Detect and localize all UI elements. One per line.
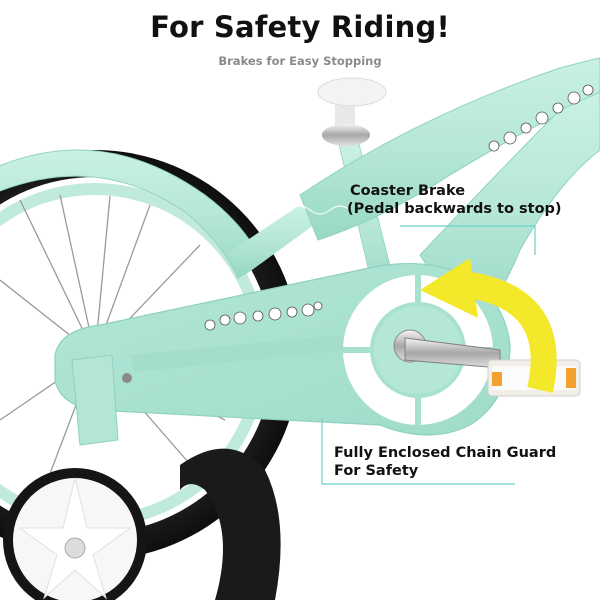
- training-wheel: [3, 468, 147, 600]
- seat-base: [317, 77, 387, 107]
- curved-arrow-icon: [420, 258, 557, 393]
- chain-guard-title: Fully Enclosed Chain Guard: [334, 445, 557, 461]
- down-tube: [299, 57, 600, 241]
- frame-script-decal: [289, 205, 351, 215]
- seat-stay: [225, 205, 318, 275]
- chain-guard-slot: [130, 335, 350, 372]
- crank-disc: [343, 275, 493, 425]
- coaster-brake-callout: Coaster Brake (Pedal backwards to stop): [347, 182, 562, 218]
- coaster-brake-note: (Pedal backwards to stop): [347, 201, 562, 218]
- coaster-brake-title: Coaster Brake: [350, 183, 466, 199]
- chain-guard-note: For Safety: [334, 463, 419, 480]
- seat-clamp: [322, 124, 370, 146]
- flower-decal-icon: [204, 84, 594, 331]
- callout-lines: [321, 225, 536, 485]
- front-tire-segment: [180, 448, 281, 600]
- training-wheel-bracket: [71, 354, 119, 446]
- page-subtitle: Brakes for Easy Stopping: [218, 54, 382, 68]
- chain-guard-callout: Fully Enclosed Chain Guard For Safety: [334, 444, 556, 480]
- page-title: For Safety Riding!: [150, 10, 450, 44]
